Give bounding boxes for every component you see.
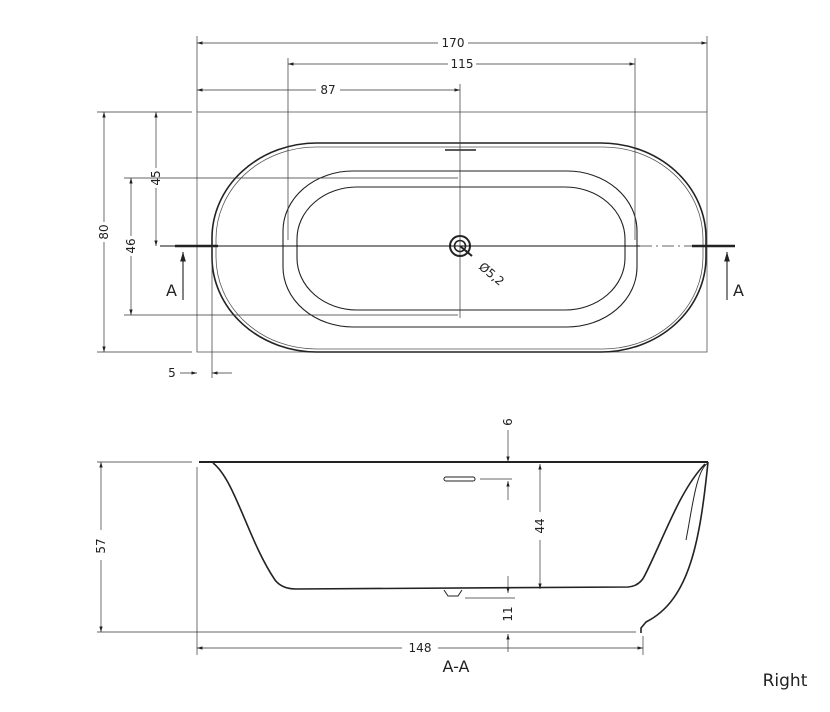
dim-overflow: 6: [501, 418, 515, 426]
top-view: Ø5,2 A A 170 115 87 80 45 46: [97, 36, 744, 380]
dim-inner-length: 115: [451, 57, 474, 71]
tub-skirt: [640, 461, 709, 633]
section-title: A-A: [443, 657, 470, 676]
dim-base: 11: [501, 606, 515, 621]
dim-total-length: 170: [442, 36, 465, 50]
tub-basin: [296, 186, 626, 311]
dim-total-height: 57: [94, 538, 108, 553]
dim-drain-offset: 87: [320, 83, 335, 97]
dim-depth: 44: [533, 518, 547, 533]
variant-label: Right: [763, 671, 808, 691]
tub-outer-rim: [211, 142, 707, 353]
section-view: 57 6 44 11 148 A-A: [94, 418, 709, 676]
dim-inner-width: 46: [124, 238, 138, 253]
outline-rectangle: [196, 111, 708, 353]
dim-base-length: 148: [409, 641, 432, 655]
dim-drain-diameter: Ø5,2: [476, 260, 507, 289]
drain-outlet: [443, 589, 463, 597]
dim-rim-offset: 5: [168, 366, 176, 380]
dim-total-width: 80: [97, 224, 111, 239]
section-marker-right: A: [733, 281, 744, 300]
tub-profile: [212, 462, 706, 590]
overflow-slot: [443, 476, 476, 482]
section-marker-left: A: [166, 281, 177, 300]
